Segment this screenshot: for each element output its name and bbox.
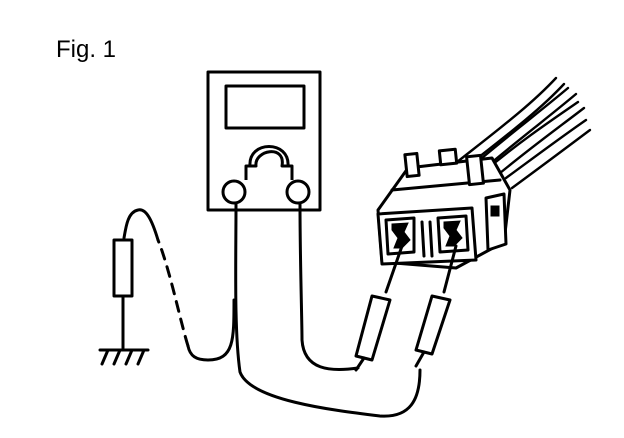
meter-display [224,84,306,130]
probe-needles [384,244,458,294]
multimeter [206,70,322,212]
meter-jack-right [285,179,311,205]
meter-dial [244,150,294,180]
probe-right [414,294,452,368]
meter-jack-left [221,179,247,205]
ground-probe [112,238,134,350]
test-leads [122,202,422,418]
probe-left [354,294,392,372]
figure-label: Fig. 1 [56,36,117,63]
ground-symbol [98,348,150,366]
connector [376,147,512,270]
